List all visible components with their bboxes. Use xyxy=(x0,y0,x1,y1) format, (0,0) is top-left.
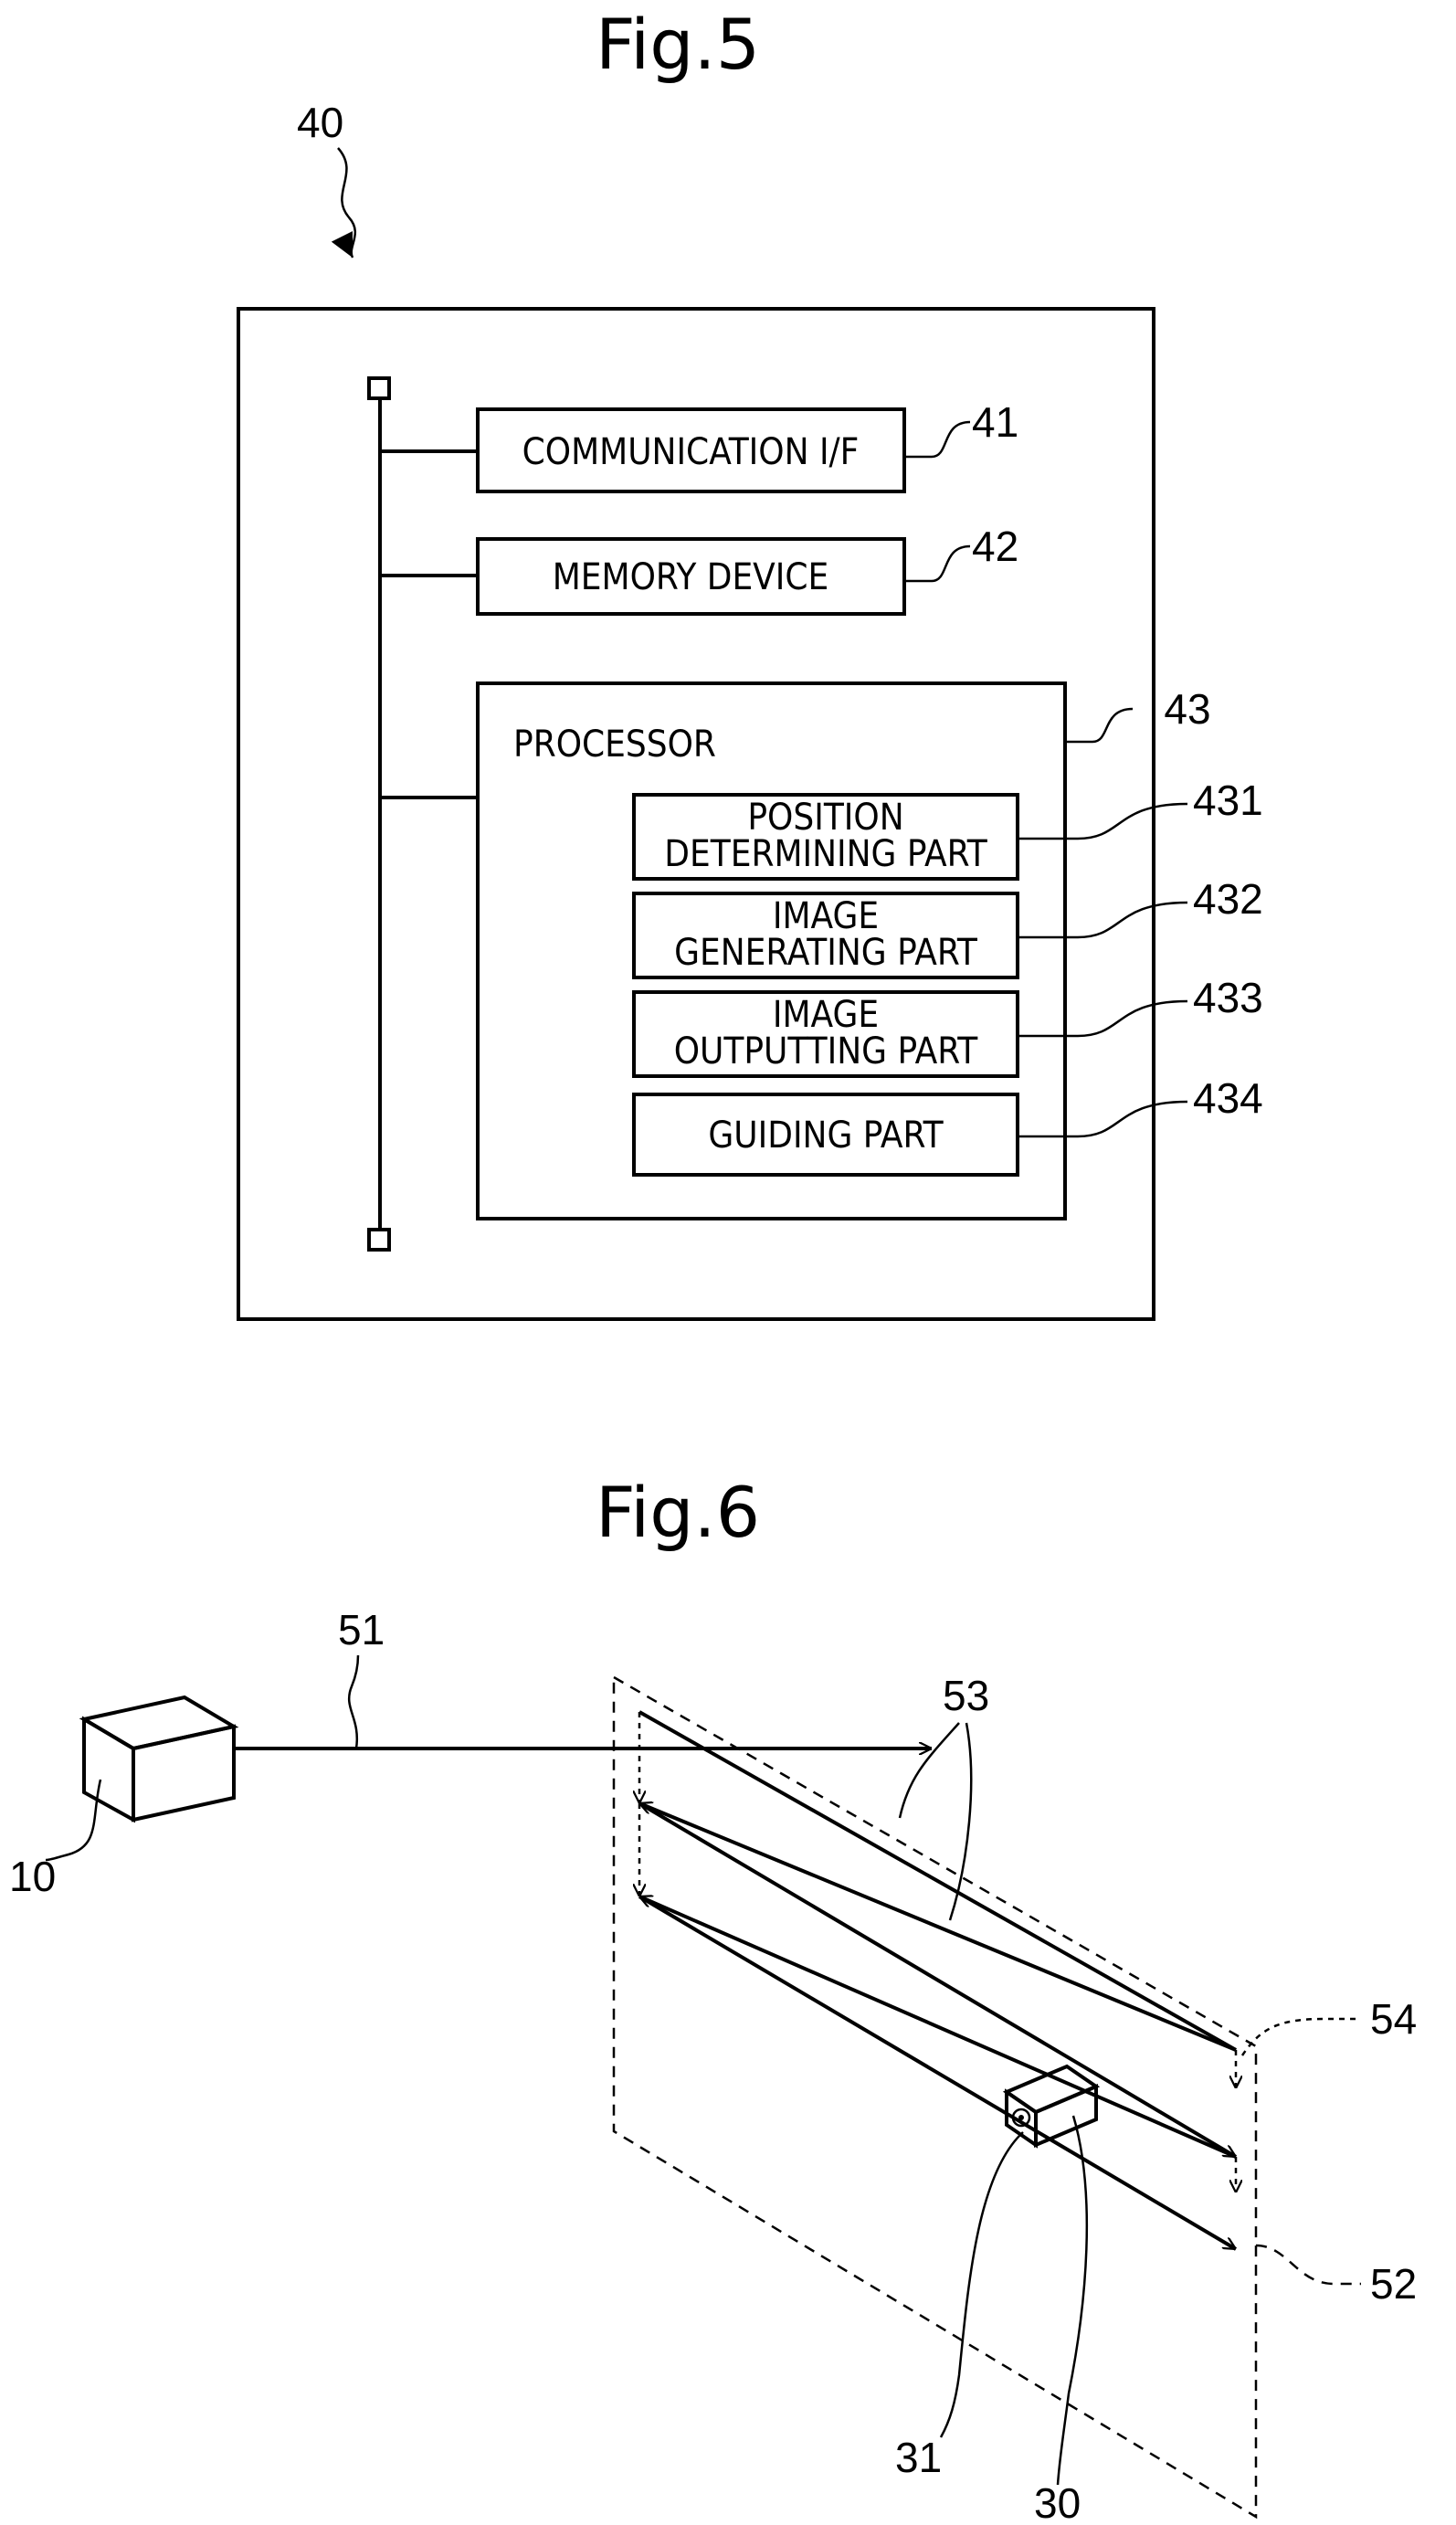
processor-label: PROCESSOR xyxy=(513,724,716,766)
scan-line-5 xyxy=(638,1895,1236,2251)
bus-terminal-bottom xyxy=(367,1228,391,1252)
ref-41-label: 41 xyxy=(972,398,1018,446)
ref-54-label: 54 xyxy=(1370,1995,1417,2043)
image-outputting-part-box: IMAGE OUTPUTTING PART xyxy=(632,990,1019,1078)
ref-42-leader xyxy=(904,544,971,583)
figure-5: Fig.5 40 COMMUNICATION I/F 41 MEMORY DEV… xyxy=(237,4,1263,1321)
ref-31-leader xyxy=(939,2131,1024,2438)
image-generating-part-box: IMAGE GENERATING PART xyxy=(632,892,1019,979)
image-generating-line1: IMAGE xyxy=(773,895,879,937)
fig6-title: Fig.6 xyxy=(596,1472,760,1553)
ref-10-label: 10 xyxy=(9,1853,56,1900)
detection-plane xyxy=(612,1675,1258,2520)
ref-432-label: 432 xyxy=(1193,875,1263,923)
ref-30-label: 30 xyxy=(1034,2479,1081,2525)
sensor-lens-icon xyxy=(1011,2108,1031,2128)
ref-54-leader xyxy=(1240,2017,1361,2056)
communication-if-box: COMMUNICATION I/F xyxy=(476,407,906,493)
ref-51-leader xyxy=(347,1654,360,1749)
image-outputting-line2: OUTPUTTING PART xyxy=(674,1030,979,1072)
ref-53-label: 53 xyxy=(943,1672,989,1719)
memory-device-label: MEMORY DEVICE xyxy=(553,556,829,598)
ref-433-label: 433 xyxy=(1193,974,1263,1021)
ref-52-label: 52 xyxy=(1370,2260,1417,2308)
ref-53-leader-2 xyxy=(948,1722,973,1921)
ref-51-label: 51 xyxy=(338,1606,385,1653)
position-determining-part-box: POSITION DETERMINING PART xyxy=(632,793,1019,881)
processor-box: PROCESSOR xyxy=(476,681,1067,1220)
scan-line-4 xyxy=(639,1896,1237,2159)
image-outputting-line1: IMAGE xyxy=(773,994,879,1036)
projector-device xyxy=(79,1695,239,1823)
communication-if-label: COMMUNICATION I/F xyxy=(522,431,860,473)
guiding-part-label: GUIDING PART xyxy=(708,1115,944,1157)
ref-10-leader xyxy=(45,1779,102,1862)
ref-43-label: 43 xyxy=(1164,685,1210,733)
ref-434-label: 434 xyxy=(1193,1074,1263,1122)
position-determining-line2: DETERMINING PART xyxy=(664,833,987,875)
ref-42-label: 42 xyxy=(972,523,1018,570)
fig5-title: Fig.5 xyxy=(596,4,760,85)
ref-431-label: 431 xyxy=(1193,777,1263,824)
ref-40-leader xyxy=(331,147,356,259)
ref-43-leader xyxy=(1065,707,1134,744)
ref-53-leader-1 xyxy=(898,1722,960,1819)
scan-lines xyxy=(638,1710,1237,2251)
device-box xyxy=(237,307,1155,1321)
scan-line-1 xyxy=(638,1710,1237,2052)
figure-6: Fig.6 52 10 51 53 xyxy=(9,1472,1417,2525)
bus-terminal-top xyxy=(367,376,391,400)
ref-434-leader xyxy=(1018,1100,1188,1138)
scan-line-3 xyxy=(638,1801,1236,2159)
ref-52-leader xyxy=(1255,2244,1361,2286)
ref-433-leader xyxy=(1018,999,1188,1038)
ref-431-leader xyxy=(1018,802,1188,840)
ref-41-leader xyxy=(904,420,971,459)
ref-30-leader xyxy=(1056,2115,1089,2486)
ref-432-leader xyxy=(1018,901,1188,939)
sensor-device xyxy=(1002,2064,1101,2149)
scan-line-2 xyxy=(639,1803,1237,2052)
image-generating-line2: GENERATING PART xyxy=(674,932,978,974)
guiding-part-box: GUIDING PART xyxy=(632,1093,1019,1177)
memory-device-box: MEMORY DEVICE xyxy=(476,537,906,616)
position-determining-line1: POSITION xyxy=(747,797,903,839)
ref-31-label: 31 xyxy=(895,2434,942,2481)
ref-40-label: 40 xyxy=(297,99,343,146)
